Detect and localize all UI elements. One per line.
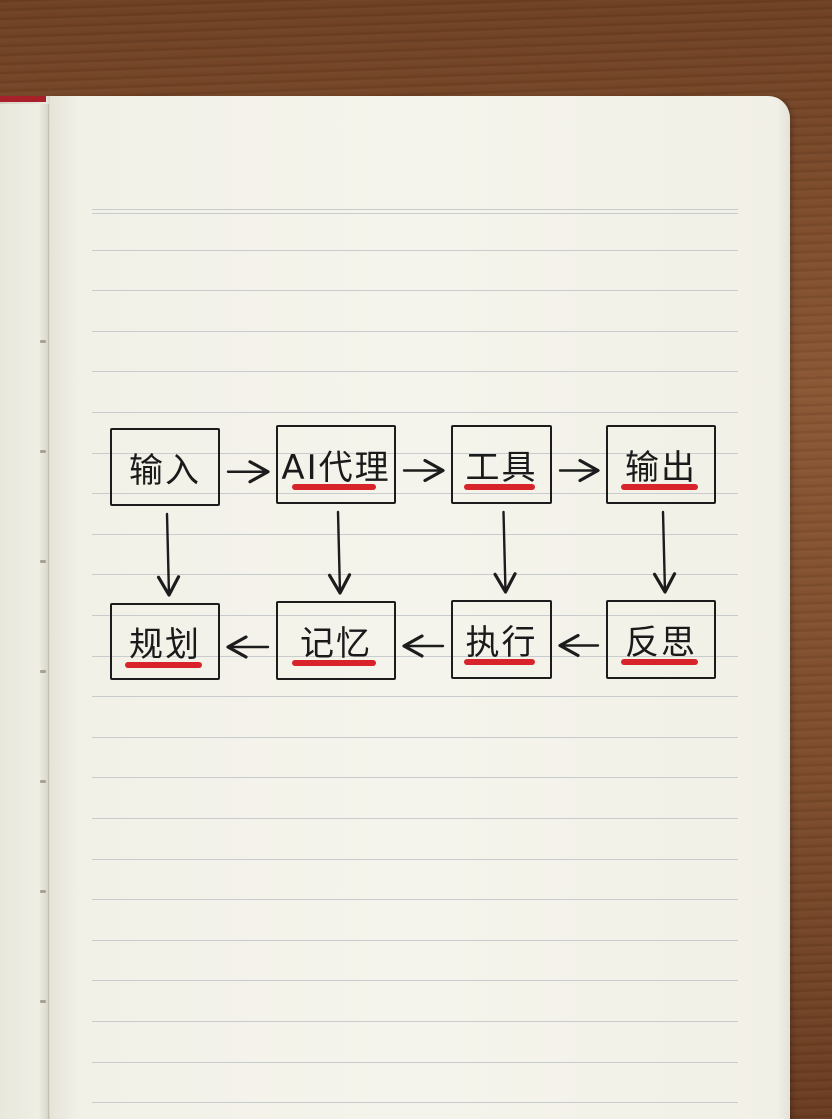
node-reflection-label: 反思: [625, 623, 697, 663]
red-highlight-underline: [292, 484, 376, 490]
node-memory: 记忆: [276, 601, 396, 680]
node-tools: 工具: [451, 425, 552, 504]
ruled-line: [92, 371, 738, 372]
red-highlight-underline: [621, 484, 698, 490]
ruled-line: [92, 1102, 738, 1103]
node-output-label: 输出: [625, 448, 697, 488]
ruled-line: [92, 1062, 738, 1063]
ruled-line: [92, 615, 738, 616]
ruled-line: [92, 412, 738, 413]
arrow-input-to-planning: [156, 512, 181, 597]
ruled-line: [92, 209, 738, 210]
ruled-line: [92, 940, 738, 941]
node-execution-label: 执行: [465, 623, 538, 663]
binding-stitch: [40, 780, 46, 783]
ruled-line: [92, 737, 738, 738]
ruled-line: [92, 818, 738, 819]
arrow-agent-to-memory: [327, 510, 352, 595]
node-input-label: 输入: [129, 450, 201, 491]
arrow-tools-to-execution: [493, 510, 517, 594]
ruled-line: [92, 859, 738, 860]
ruled-line: [92, 980, 738, 981]
ruled-line: [92, 534, 738, 535]
node-reflection: 反思: [606, 600, 716, 679]
red-highlight-underline: [464, 659, 535, 665]
notebook-red-cover: [0, 96, 46, 102]
ruled-line: [92, 574, 738, 575]
node-ai-agent-label: AI代理: [281, 448, 391, 488]
binding-stitch: [40, 340, 46, 343]
ruled-line: [92, 777, 738, 778]
ruled-line: [92, 696, 738, 697]
red-highlight-underline: [292, 660, 376, 666]
node-ai-agent: AI代理: [276, 425, 396, 504]
binding-stitch: [40, 890, 46, 893]
notebook-left-page: [0, 104, 49, 1119]
ruled-line: [92, 899, 738, 900]
node-tools-label: 工具: [465, 448, 538, 488]
node-planning: 规划: [110, 603, 220, 680]
node-planning-label: 规划: [129, 625, 201, 665]
binding-stitch: [40, 450, 46, 453]
notebook-right-page: [50, 96, 790, 1119]
ruled-line: [92, 493, 738, 494]
ruled-line: [92, 1021, 738, 1022]
ruled-line: [92, 331, 738, 332]
node-input: 输入: [110, 428, 220, 506]
binding-stitch: [40, 560, 46, 563]
binding-stitch: [40, 1000, 46, 1003]
red-highlight-underline: [464, 484, 535, 490]
ruled-line: [92, 290, 738, 291]
binding-stitch: [40, 670, 46, 673]
node-memory-label: 记忆: [300, 624, 372, 664]
node-output: 输出: [606, 425, 716, 504]
red-highlight-underline: [125, 662, 202, 668]
arrow-output-to-reflection: [652, 510, 677, 594]
ruled-line: [92, 250, 738, 251]
ruled-line: [92, 453, 738, 454]
red-highlight-underline: [621, 659, 698, 665]
node-execution: 执行: [451, 600, 552, 679]
page-shade: [776, 96, 790, 1119]
